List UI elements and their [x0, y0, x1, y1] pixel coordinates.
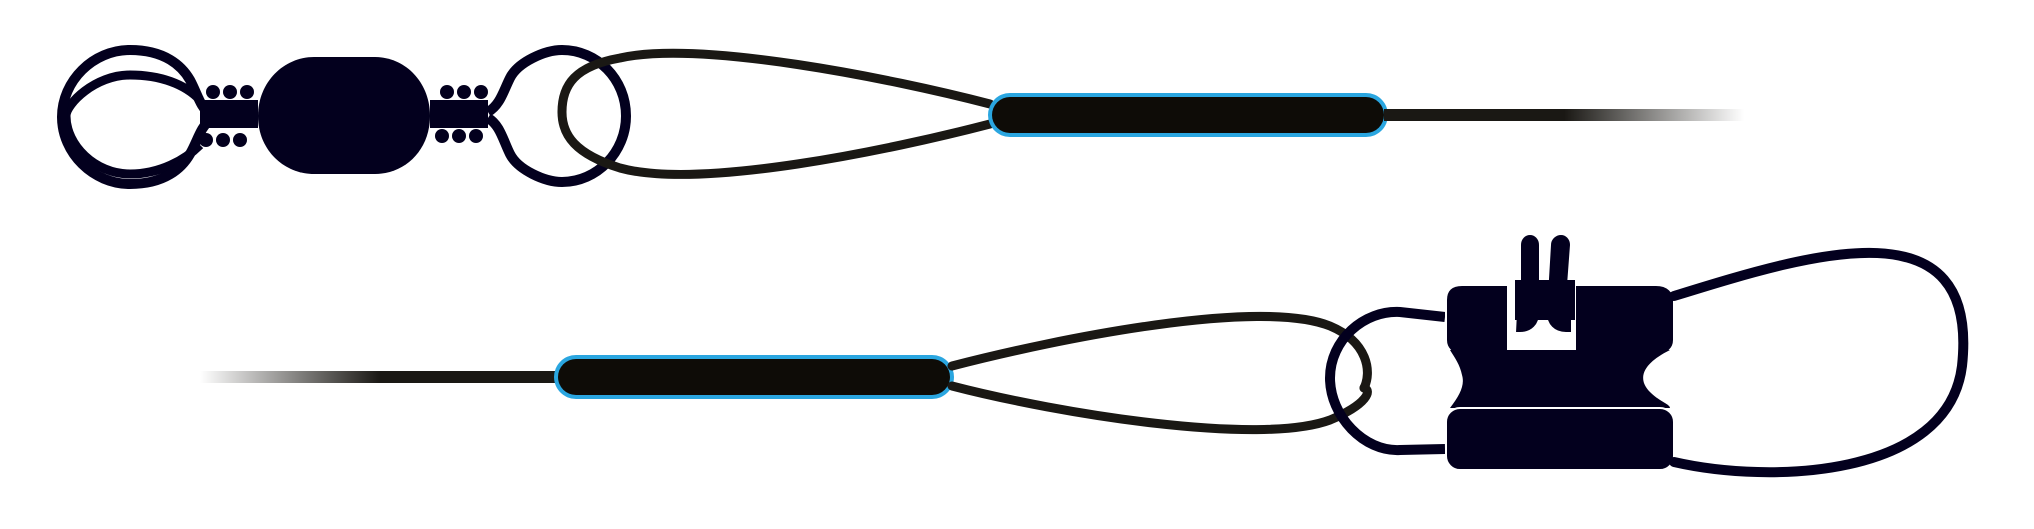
- swivel-right-eye: [485, 44, 632, 188]
- right-loop: [1669, 247, 1969, 478]
- swivel-bead: [206, 85, 220, 99]
- ring-icon: [1324, 306, 1446, 456]
- upper-sleeve-body: [992, 97, 1384, 133]
- swivel-bead: [440, 85, 454, 99]
- ring-shape: [1324, 306, 1446, 456]
- clip-icon: [1445, 232, 1675, 471]
- clip-lower-bar: [1445, 407, 1675, 471]
- lower-leader-line: [200, 371, 560, 383]
- swivel-bead: [233, 133, 247, 147]
- lower-crimp-sleeve: [554, 355, 954, 399]
- swivel-barrel: [258, 57, 430, 174]
- lower-loop-top-strand: [947, 312, 1372, 393]
- swivel-right-twist: [430, 100, 488, 128]
- swivel-bead: [240, 85, 254, 99]
- clip-pin-slot: [1515, 280, 1575, 320]
- upper-loop-bottom-strand: [557, 107, 995, 179]
- lower-sleeve-body: [558, 359, 950, 395]
- right-loop-strand: [1669, 247, 1969, 478]
- upper-leader-line: [1384, 109, 1744, 121]
- swivel-left-twist: [200, 100, 258, 128]
- swivel-bead: [457, 85, 471, 99]
- lower-line-loop: [947, 312, 1372, 435]
- upper-crimp-sleeve: [988, 93, 1388, 137]
- swivel-bead: [223, 85, 237, 99]
- swivel-bead: [199, 133, 213, 147]
- lower-rig: [200, 232, 1969, 478]
- swivel-bead: [452, 129, 466, 143]
- lower-loop-bottom-strand: [947, 381, 1372, 435]
- swivel-bead: [474, 85, 488, 99]
- swivel-bead: [435, 129, 449, 143]
- swivel-left-eye-shape: [56, 44, 215, 190]
- swivel-left-eye: [61, 70, 204, 179]
- swivel-bead: [469, 129, 483, 143]
- upper-loop-top-strand: [557, 48, 995, 117]
- clip-center: [1450, 350, 1670, 408]
- upper-rig: [56, 44, 1744, 190]
- swivel-icon: [56, 44, 632, 190]
- upper-line-loop: [557, 48, 995, 179]
- swivel-bead: [216, 133, 230, 147]
